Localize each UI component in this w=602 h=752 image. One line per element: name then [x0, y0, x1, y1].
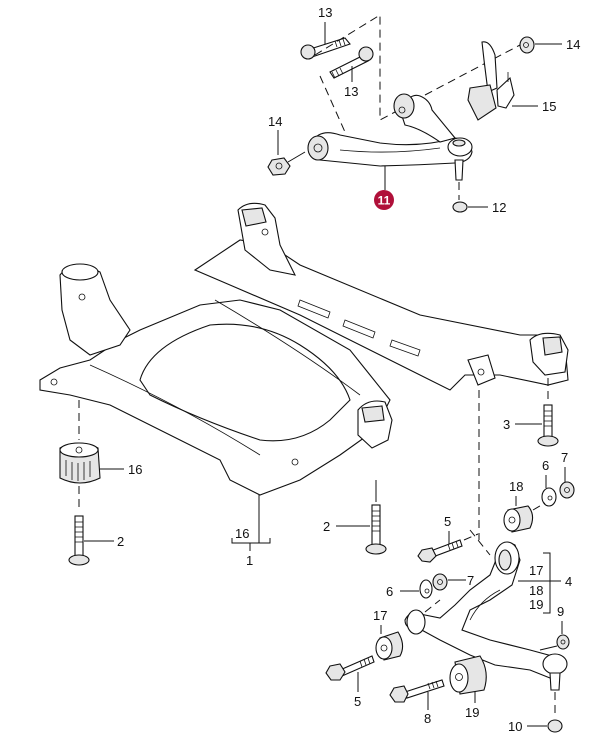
callout-15: 15	[542, 99, 556, 114]
nut-10	[527, 719, 563, 733]
callout-7-lower: 7	[467, 573, 474, 588]
highlight-badge	[374, 190, 394, 210]
callout-3: 3	[503, 417, 510, 432]
callout-8: 8	[424, 711, 431, 726]
callout-10: 10	[508, 719, 522, 734]
callout-11[interactable]: 11	[378, 194, 391, 208]
callout-17-group: 17	[529, 563, 543, 578]
callout-6-lower: 6	[386, 584, 393, 599]
callout-14-left: 14	[268, 114, 282, 129]
bushing-17	[375, 631, 404, 661]
callout-11-highlight[interactable]: 11	[374, 190, 394, 210]
callout-2-right: 2	[323, 519, 330, 534]
nut-7-lower	[432, 573, 466, 591]
washer-6-lower	[400, 579, 433, 599]
nut-7-upper	[559, 481, 575, 499]
callout-7-upper: 7	[561, 450, 568, 465]
nut-9	[539, 634, 570, 651]
callout-bracket-1	[231, 495, 271, 551]
washer-6-upper	[541, 487, 557, 507]
subframe-1	[39, 202, 569, 496]
callout-2-left: 2	[117, 534, 124, 549]
nut-12	[452, 182, 488, 213]
callout-5-upper: 5	[444, 514, 451, 529]
bolt-13-top	[300, 22, 351, 60]
bushing-19	[449, 655, 487, 703]
callout-16-bracket: 16	[235, 526, 249, 541]
bolt-3	[515, 404, 559, 447]
bolt-8	[389, 679, 445, 710]
upper-control-arm-11	[307, 93, 473, 190]
callout-13-mid: 13	[344, 84, 358, 99]
lower-control-arm-4	[404, 541, 568, 691]
callout-16-mount: 16	[128, 462, 142, 477]
callout-17-bushing: 17	[373, 608, 387, 623]
bushing-18	[503, 502, 546, 533]
callout-18-bushing: 18	[509, 479, 523, 494]
callout-13-top: 13	[318, 5, 332, 20]
callout-14-right: 14	[566, 37, 580, 52]
bolt-13-mid	[329, 46, 374, 82]
callout-1: 1	[246, 553, 253, 568]
level-sensor-15	[467, 41, 538, 121]
nut-14-right	[519, 36, 562, 54]
bolt-2-left	[68, 515, 114, 566]
bolt-5-upper	[417, 533, 479, 563]
bolt-5-lower	[325, 655, 375, 692]
callout-18-group: 18	[529, 583, 543, 598]
subframe-mount-16	[59, 442, 124, 484]
callout-9: 9	[557, 604, 564, 619]
callout-4: 4	[565, 574, 572, 589]
callout-6-upper: 6	[542, 458, 549, 473]
upper-control-arm-group: 13 13 14	[267, 5, 580, 215]
callout-19-group: 19	[529, 597, 543, 612]
callout-12: 12	[492, 200, 506, 215]
callout-19-bushing: 19	[465, 705, 479, 720]
callout-5-lower: 5	[354, 694, 361, 709]
bolt-2-right	[336, 504, 387, 555]
nut-14-left	[267, 151, 306, 176]
